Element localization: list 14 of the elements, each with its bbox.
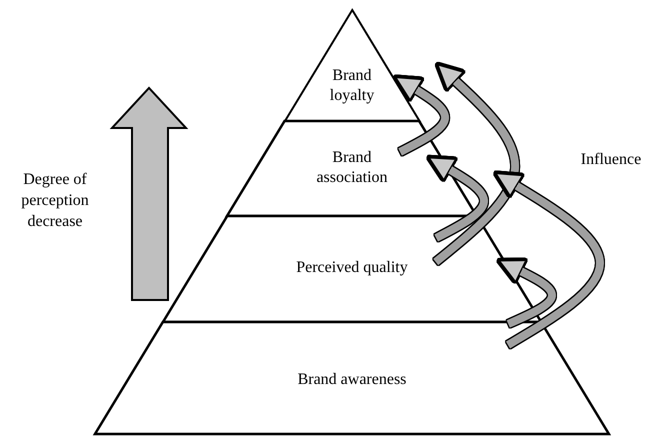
curved-arrow xyxy=(393,75,449,156)
pyramid-tier xyxy=(284,10,420,121)
tier-label: Brand association xyxy=(315,148,389,188)
pyramid-tier xyxy=(227,121,477,216)
pyramid-tier xyxy=(95,322,609,434)
curved-arrow xyxy=(426,156,488,242)
curved-arrow xyxy=(494,171,604,348)
tier-label: Perceived quality xyxy=(295,258,409,278)
annotation-label: Influence xyxy=(580,150,642,170)
tier-label: Brand loyalty xyxy=(328,66,376,106)
pyramid-tier xyxy=(162,216,542,322)
curved-arrow xyxy=(496,258,556,328)
tier-label: Brand awareness xyxy=(296,370,408,390)
axis-label: Degree of perception decrease xyxy=(20,170,90,232)
